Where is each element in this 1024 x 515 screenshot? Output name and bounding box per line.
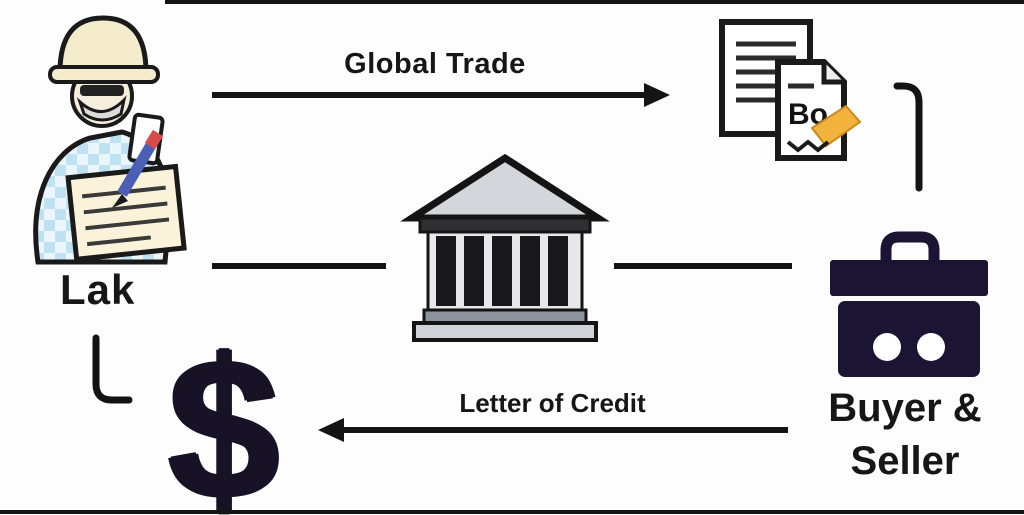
- trade-documents-icon: Bo: [719, 19, 862, 161]
- contract-paper-icon: [65, 163, 187, 263]
- briefcase-icon: [830, 231, 988, 377]
- face-mask-icon: [76, 95, 127, 122]
- global-trade-arrow: [212, 83, 670, 107]
- exporter-person-icon: [33, 15, 187, 265]
- letter-of-credit-label: Letter of Credit: [459, 388, 646, 418]
- global-trade-label: Global Trade: [344, 48, 526, 80]
- bottom-frame-line: [0, 510, 1024, 514]
- buyer-seller-line1: Buyer &: [828, 386, 982, 430]
- documents-bracket-line: [893, 82, 923, 192]
- top-frame-line: [165, 0, 1024, 4]
- exporter-bracket-line: [92, 334, 133, 404]
- highlighter-icon: [786, 104, 862, 153]
- hard-hat-icon: [48, 15, 160, 84]
- letter-of-credit-arrow: [318, 418, 788, 442]
- glasses-icon: [80, 85, 124, 96]
- pencil-icon: [112, 129, 164, 208]
- buyer-seller-label: Buyer & Seller: [790, 382, 1020, 488]
- exporter-label: Lak: [60, 266, 136, 313]
- buyer-seller-line2: Seller: [850, 438, 960, 483]
- dollar-sign-symbol: $: [168, 318, 280, 515]
- bank-building-icon: [400, 153, 610, 342]
